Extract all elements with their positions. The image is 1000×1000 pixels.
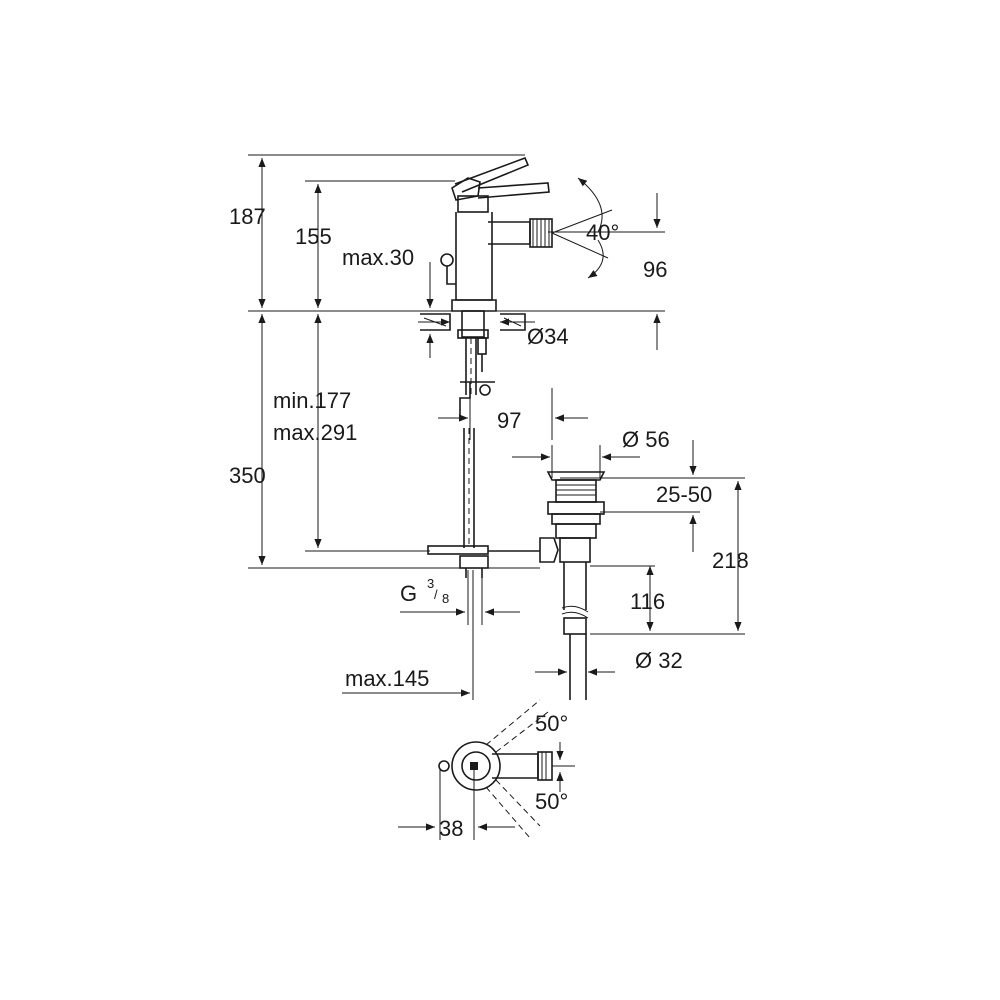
plan-view bbox=[438, 699, 575, 839]
label-thread-slash: / bbox=[434, 587, 438, 602]
label-218: 218 bbox=[712, 548, 749, 573]
label-50-degrees-bottom: 50° bbox=[535, 789, 568, 814]
label-dia34: Ø34 bbox=[527, 324, 569, 349]
label-dia32: Ø 32 bbox=[635, 648, 683, 673]
label-thread-numerator: 3 bbox=[427, 576, 434, 591]
dimension-labels: 187 155 max.30 40° 96 Ø34 min.177 max.29… bbox=[229, 204, 749, 841]
label-187: 187 bbox=[229, 204, 266, 229]
mixer-body bbox=[440, 156, 613, 312]
label-dia56: Ø 56 bbox=[622, 427, 670, 452]
popup-waste bbox=[539, 471, 606, 700]
label-max145: max.145 bbox=[345, 666, 429, 691]
label-38: 38 bbox=[439, 816, 463, 841]
label-max30: max.30 bbox=[342, 245, 414, 270]
label-25-50: 25-50 bbox=[656, 482, 712, 507]
label-50-degrees-top: 50° bbox=[535, 711, 568, 736]
label-min177: min.177 bbox=[273, 388, 351, 413]
label-97: 97 bbox=[497, 408, 521, 433]
label-40-degrees: 40° bbox=[586, 220, 619, 245]
label-max291: max.291 bbox=[273, 420, 357, 445]
label-thread-denominator: 8 bbox=[442, 591, 449, 606]
label-350: 350 bbox=[229, 463, 266, 488]
label-thread-g: G bbox=[400, 581, 417, 606]
label-96: 96 bbox=[643, 257, 667, 282]
mounting-section bbox=[420, 310, 540, 578]
label-155: 155 bbox=[295, 224, 332, 249]
label-116: 116 bbox=[630, 589, 665, 614]
